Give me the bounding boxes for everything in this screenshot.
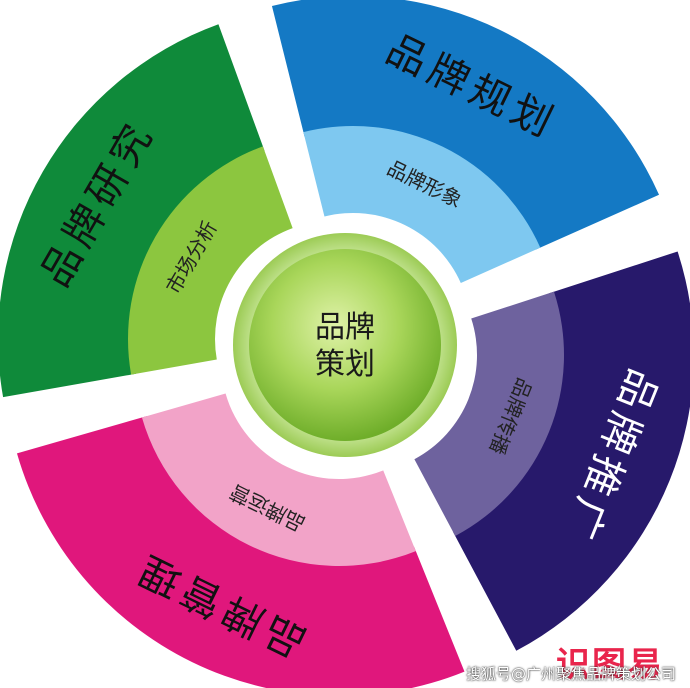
outer-segment-promotion <box>452 251 690 651</box>
outer-segment-management <box>16 416 465 688</box>
center-label-line2: 策划 <box>315 347 375 382</box>
inner-segment-planning <box>303 126 541 284</box>
inner-segment-promotion <box>414 291 565 537</box>
watermark-text: 搜狐号@广州聚焦品牌策划公司 <box>465 665 676 683</box>
outer-segment-planning <box>271 0 660 250</box>
inner-segment-management <box>141 393 416 566</box>
center-label-line1: 品牌 <box>315 310 375 345</box>
inner-segment-research <box>128 146 293 375</box>
inner-ring <box>128 126 565 566</box>
watermark-logo: 识图易 <box>556 645 664 685</box>
center-disc <box>249 249 441 441</box>
outer-segment-research <box>0 24 265 398</box>
